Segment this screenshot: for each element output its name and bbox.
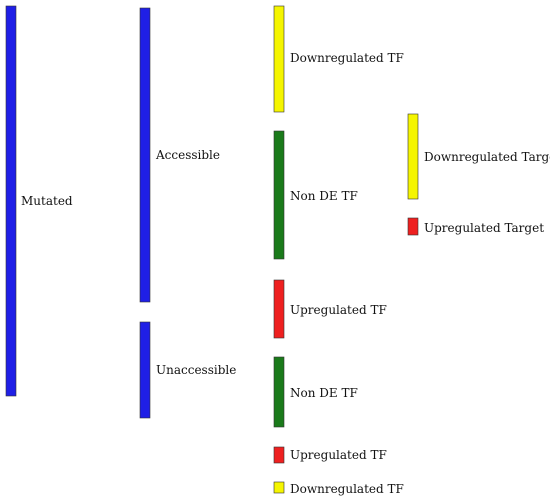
link-accessible-acc-down-tf[interactable] [150,6,274,112]
link-accessible-acc-up-tf[interactable] [150,242,274,338]
label-acc-nonde-tf: Non DE TF [290,189,358,203]
node-unaccessible[interactable] [139,321,151,419]
link-un-nonde-tf-down-target[interactable] [284,184,408,387]
sankey-links [16,6,408,493]
link-un-up-tf-up-target[interactable] [284,234,408,463]
label-mutated: Mutated [21,194,73,208]
label-unaccessible: Unaccessible [156,363,236,377]
link-acc-up-tf-down-target[interactable] [284,164,408,316]
node-acc-down-tf[interactable] [273,5,285,113]
node-up-target[interactable] [407,217,419,236]
sankey-nodes [5,5,419,494]
label-un-up-tf: Upregulated TF [290,448,387,462]
link-un-up-tf-down-target[interactable] [284,194,408,456]
link-acc-down-tf-down-target[interactable] [284,6,408,142]
node-un-down-tf[interactable] [273,481,285,494]
label-un-nonde-tf: Non DE TF [290,386,358,400]
link-acc-nonde-tf-down-target[interactable] [284,131,408,162]
node-down-target[interactable] [407,113,419,200]
node-acc-up-tf[interactable] [273,279,285,339]
node-mutated[interactable] [5,5,17,397]
node-acc-nonde-tf[interactable] [273,130,285,260]
link-accessible-acc-nonde-tf[interactable] [150,112,274,259]
link-unaccessible-un-up-tf[interactable] [150,390,274,463]
node-un-up-tf[interactable] [273,446,285,464]
label-acc-up-tf: Upregulated TF [290,303,387,317]
link-unaccessible-un-down-tf[interactable] [150,406,274,493]
label-accessible: Accessible [155,148,220,162]
node-accessible[interactable] [139,7,151,303]
label-acc-down-tf: Downregulated TF [290,51,404,65]
link-mutated-accessible[interactable] [16,6,140,302]
label-up-target: Upregulated Target [424,221,544,235]
sankey-labels: Mutated Accessible Unaccessible Downregu… [21,51,550,496]
link-mutated-unaccessible[interactable] [16,300,140,418]
label-down-target: Downregulated Target [424,150,550,164]
node-un-nonde-tf[interactable] [273,356,285,428]
label-un-down-tf: Downregulated TF [290,482,404,496]
link-acc-up-tf-up-target[interactable] [284,224,408,338]
